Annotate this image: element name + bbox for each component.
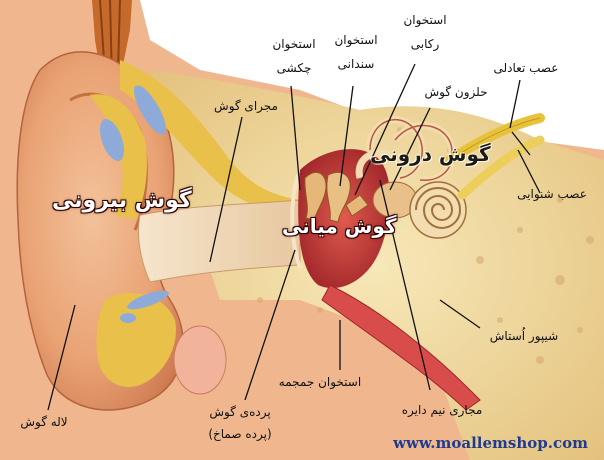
label-malleus-line1: استخوان xyxy=(264,36,324,52)
label-eardrum-line1: پرده‌ی گوش xyxy=(200,404,280,420)
label-cochlear-nerve: عصب شنوایی xyxy=(512,186,592,202)
label-cochlea: حلزون گوش xyxy=(418,84,494,100)
label-eardrum: پرده‌ی گوش (پرده صماخ) xyxy=(200,404,280,442)
region-inner-ear: گوش درونی xyxy=(370,142,491,166)
watermark-url: www.moallemshop.com xyxy=(393,434,588,452)
label-eardrum-line2: (پرده صماخ) xyxy=(200,426,280,442)
label-stapes-line2: رکابی xyxy=(395,36,455,52)
region-outer-ear: گوش بیرونی xyxy=(52,188,192,213)
label-eustachian-tube: شیپور اُستاش xyxy=(484,328,564,344)
label-malleus-line2: چکشی xyxy=(264,60,324,76)
label-incus-line2: سندانی xyxy=(326,56,386,72)
cochlea-shape xyxy=(410,182,466,238)
label-temporal-bone: استخوان جمجمه xyxy=(270,374,370,390)
label-stapes: استخوان رکابی xyxy=(395,12,455,52)
label-incus-line1: استخوان xyxy=(326,32,386,48)
label-ear-canal: مجرای گوش xyxy=(214,98,278,114)
label-incus: استخوان سندانی xyxy=(326,32,386,72)
label-auricle: لاله گوش xyxy=(8,414,80,430)
label-malleus: استخوان چکشی xyxy=(264,36,324,76)
label-stapes-line1: استخوان xyxy=(395,12,455,28)
label-semicircular-canals: مجاری نیم دایره xyxy=(392,402,492,418)
region-middle-ear: گوش میانی xyxy=(282,214,397,238)
label-vestibular-nerve: عصب تعادلی xyxy=(486,60,566,76)
